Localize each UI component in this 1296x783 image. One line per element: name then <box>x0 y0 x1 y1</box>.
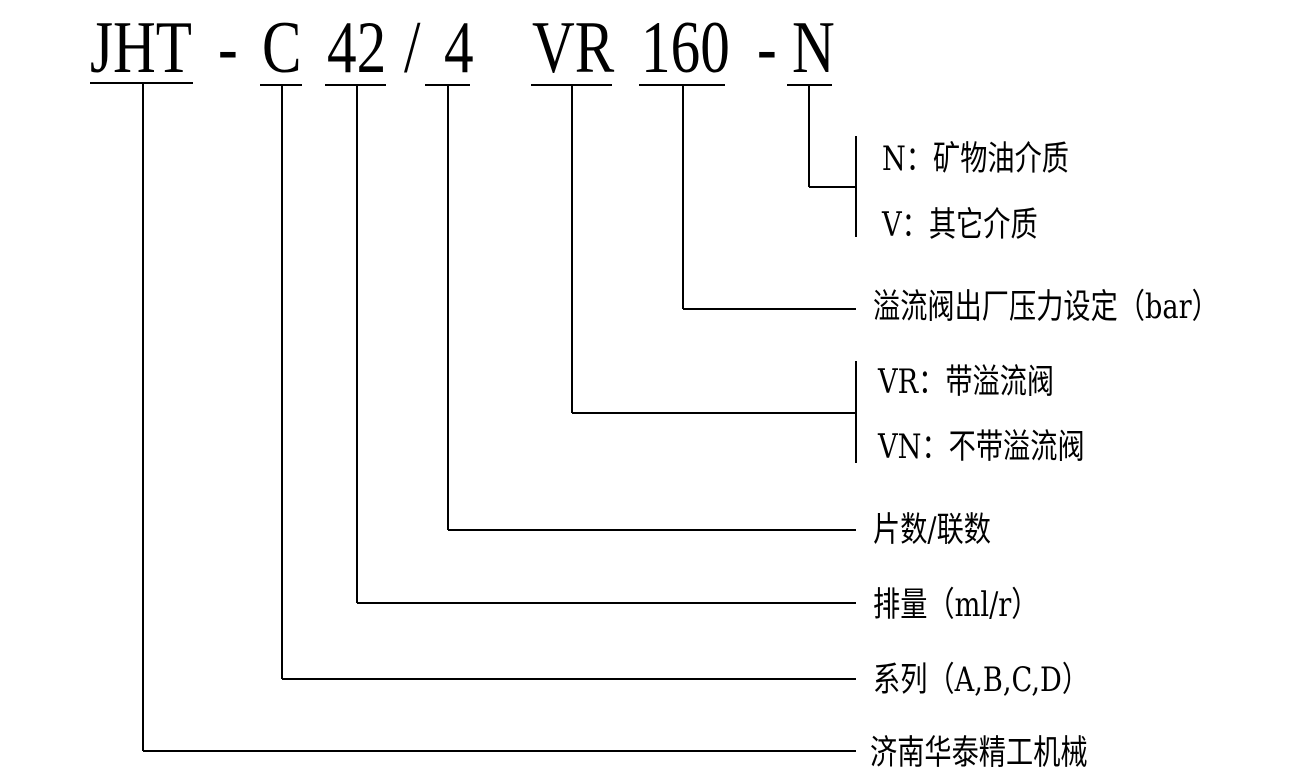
label-manufacturer: 济南华泰精工机械 <box>870 733 1088 773</box>
label-medium-v: V：其它介质 <box>882 205 1038 245</box>
code-jht: JHT <box>90 7 192 89</box>
code-valve: VR <box>532 7 615 89</box>
code-pressure: 160 <box>641 7 730 89</box>
code-dash-2: - <box>757 7 777 89</box>
label-vr: VR：带溢流阀 <box>878 362 1055 402</box>
label-displacement: 排量（ml/r） <box>873 585 1039 625</box>
label-series: 系列（A,B,C,D） <box>873 660 1090 700</box>
code-displacement: 42 <box>327 7 387 89</box>
code-slash: / <box>404 7 421 89</box>
label-vn: VN：不带溢流阀 <box>878 427 1085 467</box>
code-series: C <box>262 7 302 89</box>
label-relief-pressure: 溢流阀出厂压力设定（bar） <box>873 287 1219 327</box>
code-dash-1: - <box>218 7 238 89</box>
code-medium: N <box>792 7 835 89</box>
code-sections: 4 <box>444 7 474 89</box>
label-sections: 片数/联数 <box>873 510 991 550</box>
label-medium-n: N：矿物油介质 <box>882 139 1069 179</box>
